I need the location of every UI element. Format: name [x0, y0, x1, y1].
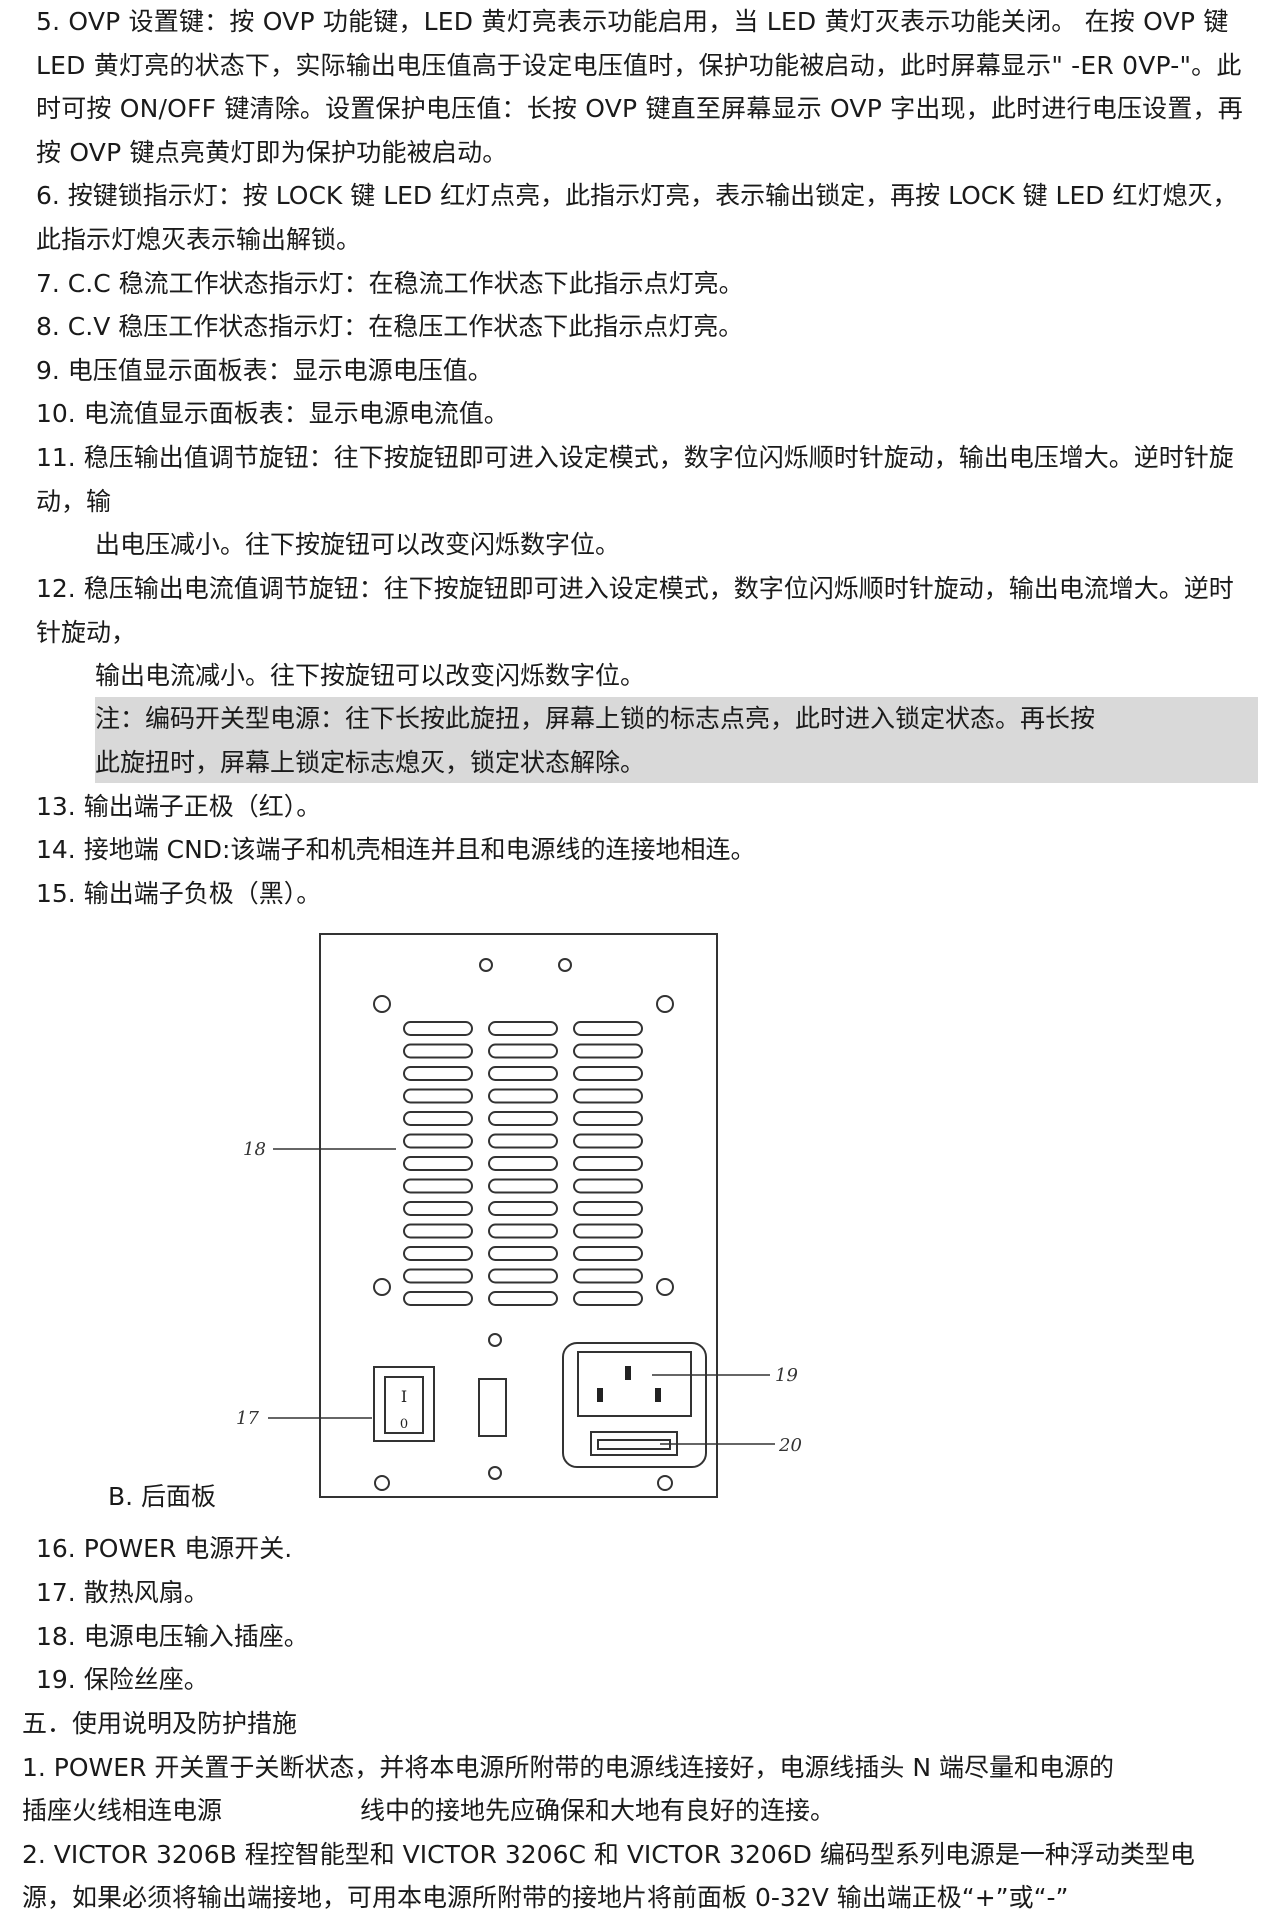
socket-pin-earth [625, 1366, 631, 1380]
usage-1-line-1: 1. POWER 开关置于关断状态，并将本电源所附带的电源线连接好，电源线插头 … [22, 1753, 1114, 1782]
vent-slot [403, 1133, 473, 1149]
note-line-2: 此旋扭时，屏幕上锁定标志熄灭，锁定状态解除。 [95, 748, 646, 777]
vent-slot [573, 1066, 643, 1081]
vent-slot [573, 1133, 643, 1149]
vent-slot [403, 1223, 473, 1239]
vent-slot [488, 1246, 558, 1261]
vent-slot [488, 1268, 558, 1284]
vent-slot [573, 1223, 643, 1239]
switch-on-mark: I [401, 1387, 407, 1406]
vent-slot [403, 1156, 473, 1171]
vent-slot [573, 1088, 643, 1104]
ground-slot [478, 1378, 507, 1437]
ac-socket-face [577, 1351, 692, 1417]
item-12-continuation: 输出电流减小。往下按旋钮可以改变闪烁数字位。 [95, 661, 646, 690]
item-6-lock-indicator: 6. 按键锁指示灯：按 LOCK 键 LED 红灯点亮，此指示灯亮，表示输出锁定… [36, 181, 1238, 254]
vent-slot [403, 1246, 473, 1261]
vent-slot [488, 1021, 558, 1036]
figure-caption: B. 后面板 [108, 1482, 217, 1511]
vent-slot [488, 1088, 558, 1104]
vent-slot [488, 1111, 558, 1126]
vent-slot [573, 1111, 643, 1126]
item-13-positive-terminal: 13. 输出端子正极（红）。 [36, 792, 322, 821]
item-11-continuation: 出电压减小。往下按旋钮可以改变闪烁数字位。 [95, 530, 621, 559]
fuse [597, 1439, 671, 1450]
socket-pin-right [655, 1388, 661, 1402]
item-10-current-display: 10. 电流值显示面板表：显示电源电流值。 [36, 399, 509, 428]
callout-18: 18 [243, 1139, 266, 1160]
item-8-cv-indicator: 8. C.V 稳压工作状态指示灯：在稳压工作状态下此指示点灯亮。 [36, 312, 744, 341]
panel-outline [319, 933, 718, 1498]
note-line-1: 注：编码开关型电源：往下长按此旋扭，屏幕上锁的标志点亮，此时进入锁定状态。再长按 [95, 704, 1096, 733]
screw-hole [488, 1466, 502, 1480]
usage-1-line-2b: 线中的接地先应确保和大地有良好的连接。 [360, 1796, 836, 1825]
screw-hole [657, 1475, 673, 1491]
switch-off-mark: 0 [400, 1417, 408, 1432]
vent-slot [488, 1156, 558, 1171]
vent-slot [403, 1201, 473, 1216]
item-18-input-socket: 18. 电源电压输入插座。 [36, 1622, 309, 1651]
screw-hole [479, 958, 493, 972]
vent-slot [488, 1178, 558, 1194]
callout-19: 19 [775, 1365, 798, 1386]
screw-hole [488, 1333, 502, 1347]
vent-slot [403, 1291, 473, 1306]
item-19-fuse-holder: 19. 保险丝座。 [36, 1665, 209, 1694]
usage-2-line-1: 2. VICTOR 3206B 程控智能型和 VICTOR 3206C 和 VI… [22, 1840, 1195, 1869]
vent-slot [488, 1066, 558, 1081]
vent-slot [488, 1291, 558, 1306]
screw-hole [558, 958, 572, 972]
item-12-current-knob: 12. 稳压输出电流值调节旋钮：往下按旋钮即可进入设定模式，数字位闪烁顺时针旋动… [36, 574, 1234, 647]
item-11-voltage-knob: 11. 稳压输出值调节旋钮：往下按旋钮即可进入设定模式，数字位闪烁顺时针旋动，输… [36, 443, 1234, 516]
vent-slot [403, 1088, 473, 1104]
ac-socket-frame [562, 1342, 707, 1468]
item-9-voltage-display: 9. 电压值显示面板表：显示电源电压值。 [36, 356, 493, 385]
vent-slot [573, 1268, 643, 1284]
socket-pin-left [597, 1388, 603, 1402]
item-7-cc-indicator: 7. C.C 稳流工作状态指示灯：在稳流工作状态下此指示点灯亮。 [36, 269, 744, 298]
vent-slot [403, 1111, 473, 1126]
fan-mount-hole [656, 1278, 674, 1296]
item-5-ovp-setting: 5. OVP 设置键：按 OVP 功能键，LED 黄灯亮表示功能启用，当 LED… [36, 7, 1243, 167]
vent-slot [403, 1043, 473, 1059]
callout-17: 17 [236, 1408, 259, 1429]
power-switch-rocker [384, 1376, 424, 1434]
item-16-power-switch: 16. POWER 电源开关. [36, 1534, 293, 1563]
fan-mount-hole [656, 995, 674, 1013]
vent-slot [573, 1021, 643, 1036]
usage-2-line-2: 源，如果必须将输出端接地，可用本电源所附带的接地片将前面板 0-32V 输出端正… [22, 1883, 1069, 1912]
section-5-heading: 五．使用说明及防护措施 [22, 1709, 298, 1738]
vent-slot [573, 1201, 643, 1216]
fan-vent-slots [403, 1021, 643, 1306]
vent-slot [488, 1223, 558, 1239]
vent-slot [403, 1268, 473, 1284]
callout-20: 20 [778, 1435, 802, 1456]
vent-slot [488, 1043, 558, 1059]
vent-slot [488, 1133, 558, 1149]
item-14-ground-terminal: 14. 接地端 CND:该端子和机壳相连并且和电源线的连接地相连。 [36, 835, 756, 864]
screw-hole [374, 1475, 390, 1491]
vent-slot [488, 1201, 558, 1216]
vent-slot [573, 1043, 643, 1059]
item-15-negative-terminal: 15. 输出端子负极（黑）。 [36, 879, 322, 908]
vent-slot [403, 1066, 473, 1081]
vent-slot [573, 1246, 643, 1261]
vent-slot [573, 1178, 643, 1194]
note-highlight [95, 697, 1258, 783]
vent-slot [573, 1291, 643, 1306]
vent-slot [403, 1178, 473, 1194]
item-17-fan: 17. 散热风扇。 [36, 1578, 209, 1607]
fan-mount-hole [373, 1278, 391, 1296]
usage-1-line-2a: 插座火线相连电源 [22, 1796, 223, 1825]
vent-slot [403, 1021, 473, 1036]
fan-mount-hole [373, 995, 391, 1013]
vent-slot [573, 1156, 643, 1171]
power-switch-frame [373, 1366, 435, 1442]
